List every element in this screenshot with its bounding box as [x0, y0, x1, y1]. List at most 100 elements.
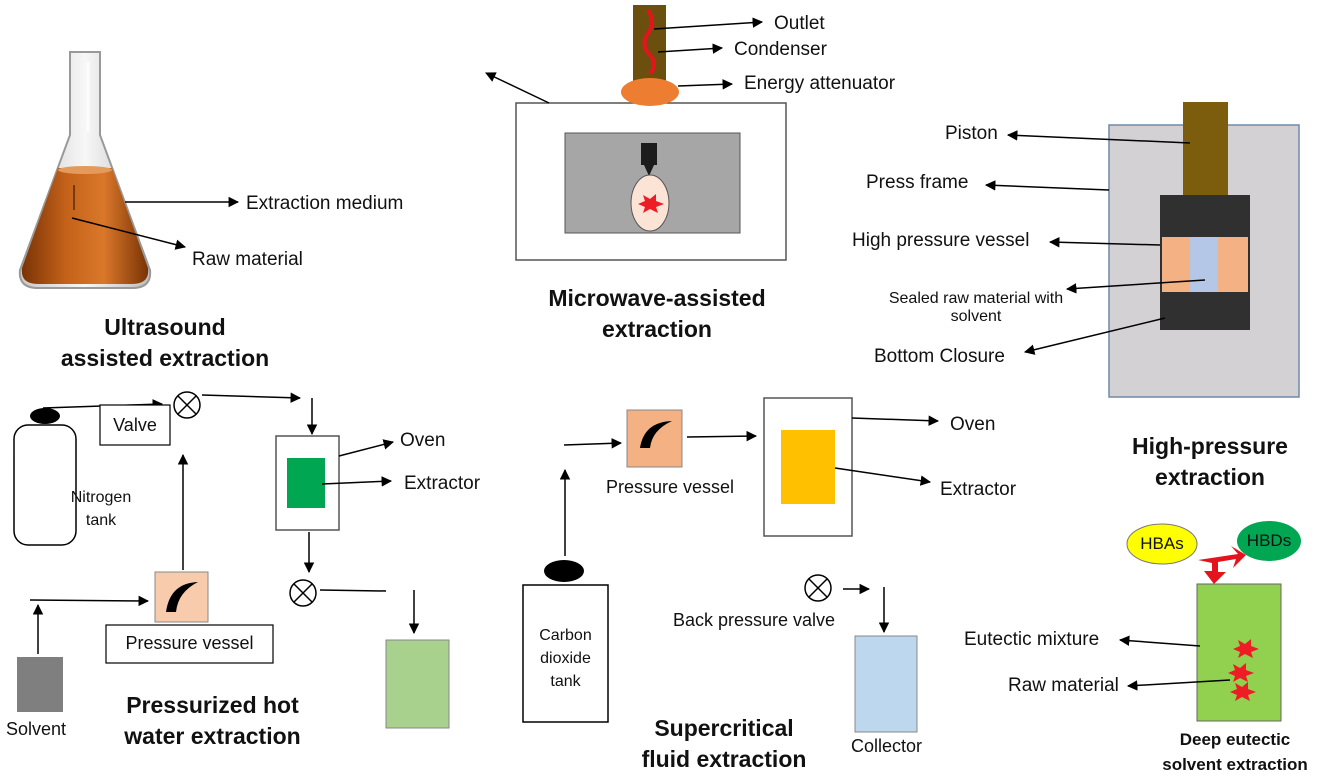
phwe-extractor-arrow	[321, 476, 393, 487]
des-raw-material-stars	[1228, 639, 1259, 701]
hp-vessel-label: High pressure vessel	[852, 230, 1030, 251]
high-pressure-title-line2: extraction	[1155, 464, 1265, 491]
phwe-title: Pressurized hot water extraction	[95, 690, 330, 752]
co2-tank-line2: dioxide	[540, 650, 591, 668]
microwave-attenuator-arrow	[677, 79, 734, 90]
phwe-nitrogen-line2: tank	[85, 512, 117, 530]
hp-sealed-material-label: Sealed raw material with solvent	[858, 290, 1094, 325]
phwe-oven-label: Oven	[400, 430, 446, 451]
phwe-collector	[385, 639, 450, 729]
sfe-extractor-label: Extractor	[940, 479, 1017, 500]
phwe-nitrogen-line1: Nitrogen	[70, 489, 132, 506]
phwe-oven-arrow	[338, 439, 395, 457]
microwave-condenser-label: Condenser	[734, 39, 827, 60]
ultrasound-extraction-medium-label: Extraction medium	[246, 193, 404, 214]
hp-press-frame-label: Press frame	[866, 172, 969, 193]
sfe-collector	[854, 635, 918, 733]
hbas-label: HBAs	[1140, 534, 1184, 553]
back-pressure-valve-icon	[804, 574, 832, 602]
microwave-probe	[641, 143, 657, 165]
des-eutectic-mixture-label: Eutectic mixture	[964, 629, 1100, 650]
valve-to-oven-arrow	[201, 392, 302, 403]
des-raw-material-label: Raw material	[1008, 675, 1119, 696]
sfe-vessel-mark-icon	[640, 421, 672, 448]
co2-tank-label: Carbon dioxide tank	[523, 624, 608, 694]
press-frame-arrow	[984, 180, 1110, 191]
valve-to-collector-line	[319, 589, 387, 592]
hp-bottom-closure-label: Bottom Closure	[874, 346, 1005, 367]
phwe-title-line2: water extraction	[124, 723, 301, 750]
ultrasound-title: Ultrasound assisted extraction	[20, 312, 310, 374]
sfe-collector-label: Collector	[851, 736, 923, 756]
sfe-oven-label: Oven	[950, 414, 996, 435]
microwave-sample-star-icon	[638, 194, 664, 213]
sealed-solvent	[1190, 237, 1218, 292]
phwe-pressure-vessel-label-box	[105, 624, 274, 664]
piston-arrow	[1006, 130, 1191, 144]
phwe-extractor	[287, 458, 325, 508]
nitrogen-tank	[13, 424, 77, 546]
sfe-title-line2: fluid extraction	[641, 746, 807, 773]
vessel-to-oven-arrow	[686, 430, 758, 442]
des-raw-material-arrow	[1126, 679, 1231, 691]
high-pressure-title: High-pressure extraction	[1105, 431, 1315, 493]
eutectic-mixture-arrow	[1118, 635, 1201, 647]
phwe-vessel-mark-icon	[166, 582, 198, 612]
microwave-title: Microwave-assisted extraction	[512, 283, 802, 345]
bottom-closure-arrow	[1023, 317, 1166, 355]
nitrogen-tank-cap	[30, 408, 60, 424]
phwe-outlet-valve-icon	[289, 579, 317, 607]
microwave-outlet-label: Outlet	[774, 13, 825, 34]
sfe-title-line1: Supercritical	[654, 715, 794, 741]
sfe-extractor-arrow	[834, 467, 932, 486]
phwe-extractor-label: Extractor	[404, 473, 481, 494]
solvent-container	[17, 657, 63, 712]
des-title-line2: solvent extraction	[1162, 754, 1308, 774]
des-container	[1196, 583, 1282, 722]
phwe-pressure-vessel-label: Pressure vessel	[125, 633, 254, 653]
exchange-arrow-icon	[1198, 546, 1246, 584]
vessel-arrow	[1048, 237, 1161, 248]
ultrasound-title-line2: assisted extraction	[60, 345, 270, 372]
hp-piston-label: Piston	[945, 123, 998, 144]
co2-tank-line3: tank	[550, 673, 581, 691]
microwave-energy-attenuator	[621, 78, 679, 106]
phwe-pressure-vessel	[154, 571, 209, 623]
hbds-label: HBDs	[1246, 531, 1292, 550]
microwave-title-line2: extraction	[602, 316, 712, 343]
des-title-line1: Deep eutectic	[1179, 730, 1291, 749]
ultrasound-raw-material-label: Raw material	[192, 249, 303, 270]
sfe-pressure-vessel	[626, 409, 683, 468]
co2-tank-cap	[544, 560, 584, 582]
microwave-outlet-arrow	[653, 17, 764, 30]
erlenmeyer-flask-icon	[18, 51, 152, 289]
hbas-ellipse	[1126, 523, 1198, 565]
microwave-title-line1: Microwave-assisted	[548, 285, 766, 311]
sfe-extractor	[781, 430, 835, 504]
phwe-nitrogen-tank-label: Nitrogen tank	[66, 486, 136, 532]
microwave-condenser-arrow	[657, 43, 724, 54]
sealed-material-arrow	[1065, 279, 1206, 294]
hp-sealed-material-line1: Sealed raw material with	[888, 290, 1064, 307]
hp-sealed-material-line2: solvent	[950, 307, 1002, 325]
sfe-oven	[763, 397, 853, 537]
des-title: Deep eutectic solvent extraction	[1145, 728, 1325, 777]
co2-tank-line1: Carbon	[539, 627, 592, 644]
ultrasound-title-line1: Ultrasound	[104, 314, 226, 340]
co2-tank	[522, 584, 609, 723]
phwe-valve-icon	[173, 391, 201, 419]
phwe-valve-label: Valve	[113, 415, 157, 435]
tank-to-vessel-arrow	[563, 438, 623, 449]
high-pressure-title-line1: High-pressure	[1132, 433, 1288, 459]
phwe-solvent-label: Solvent	[6, 719, 67, 739]
phwe-title-line1: Pressurized hot	[126, 692, 299, 718]
ultrasound-raw-material-arrow	[71, 217, 187, 250]
solvent-to-vessel-arrow	[29, 595, 150, 607]
hbds-ellipse	[1237, 521, 1301, 561]
microwave-energy-attenuator-label: Energy attenuator	[744, 73, 896, 94]
sfe-title: Supercritical fluid extraction	[614, 713, 834, 775]
microwave-housing-arrow	[485, 72, 550, 104]
back-pressure-valve-label: Back pressure valve	[673, 610, 836, 630]
